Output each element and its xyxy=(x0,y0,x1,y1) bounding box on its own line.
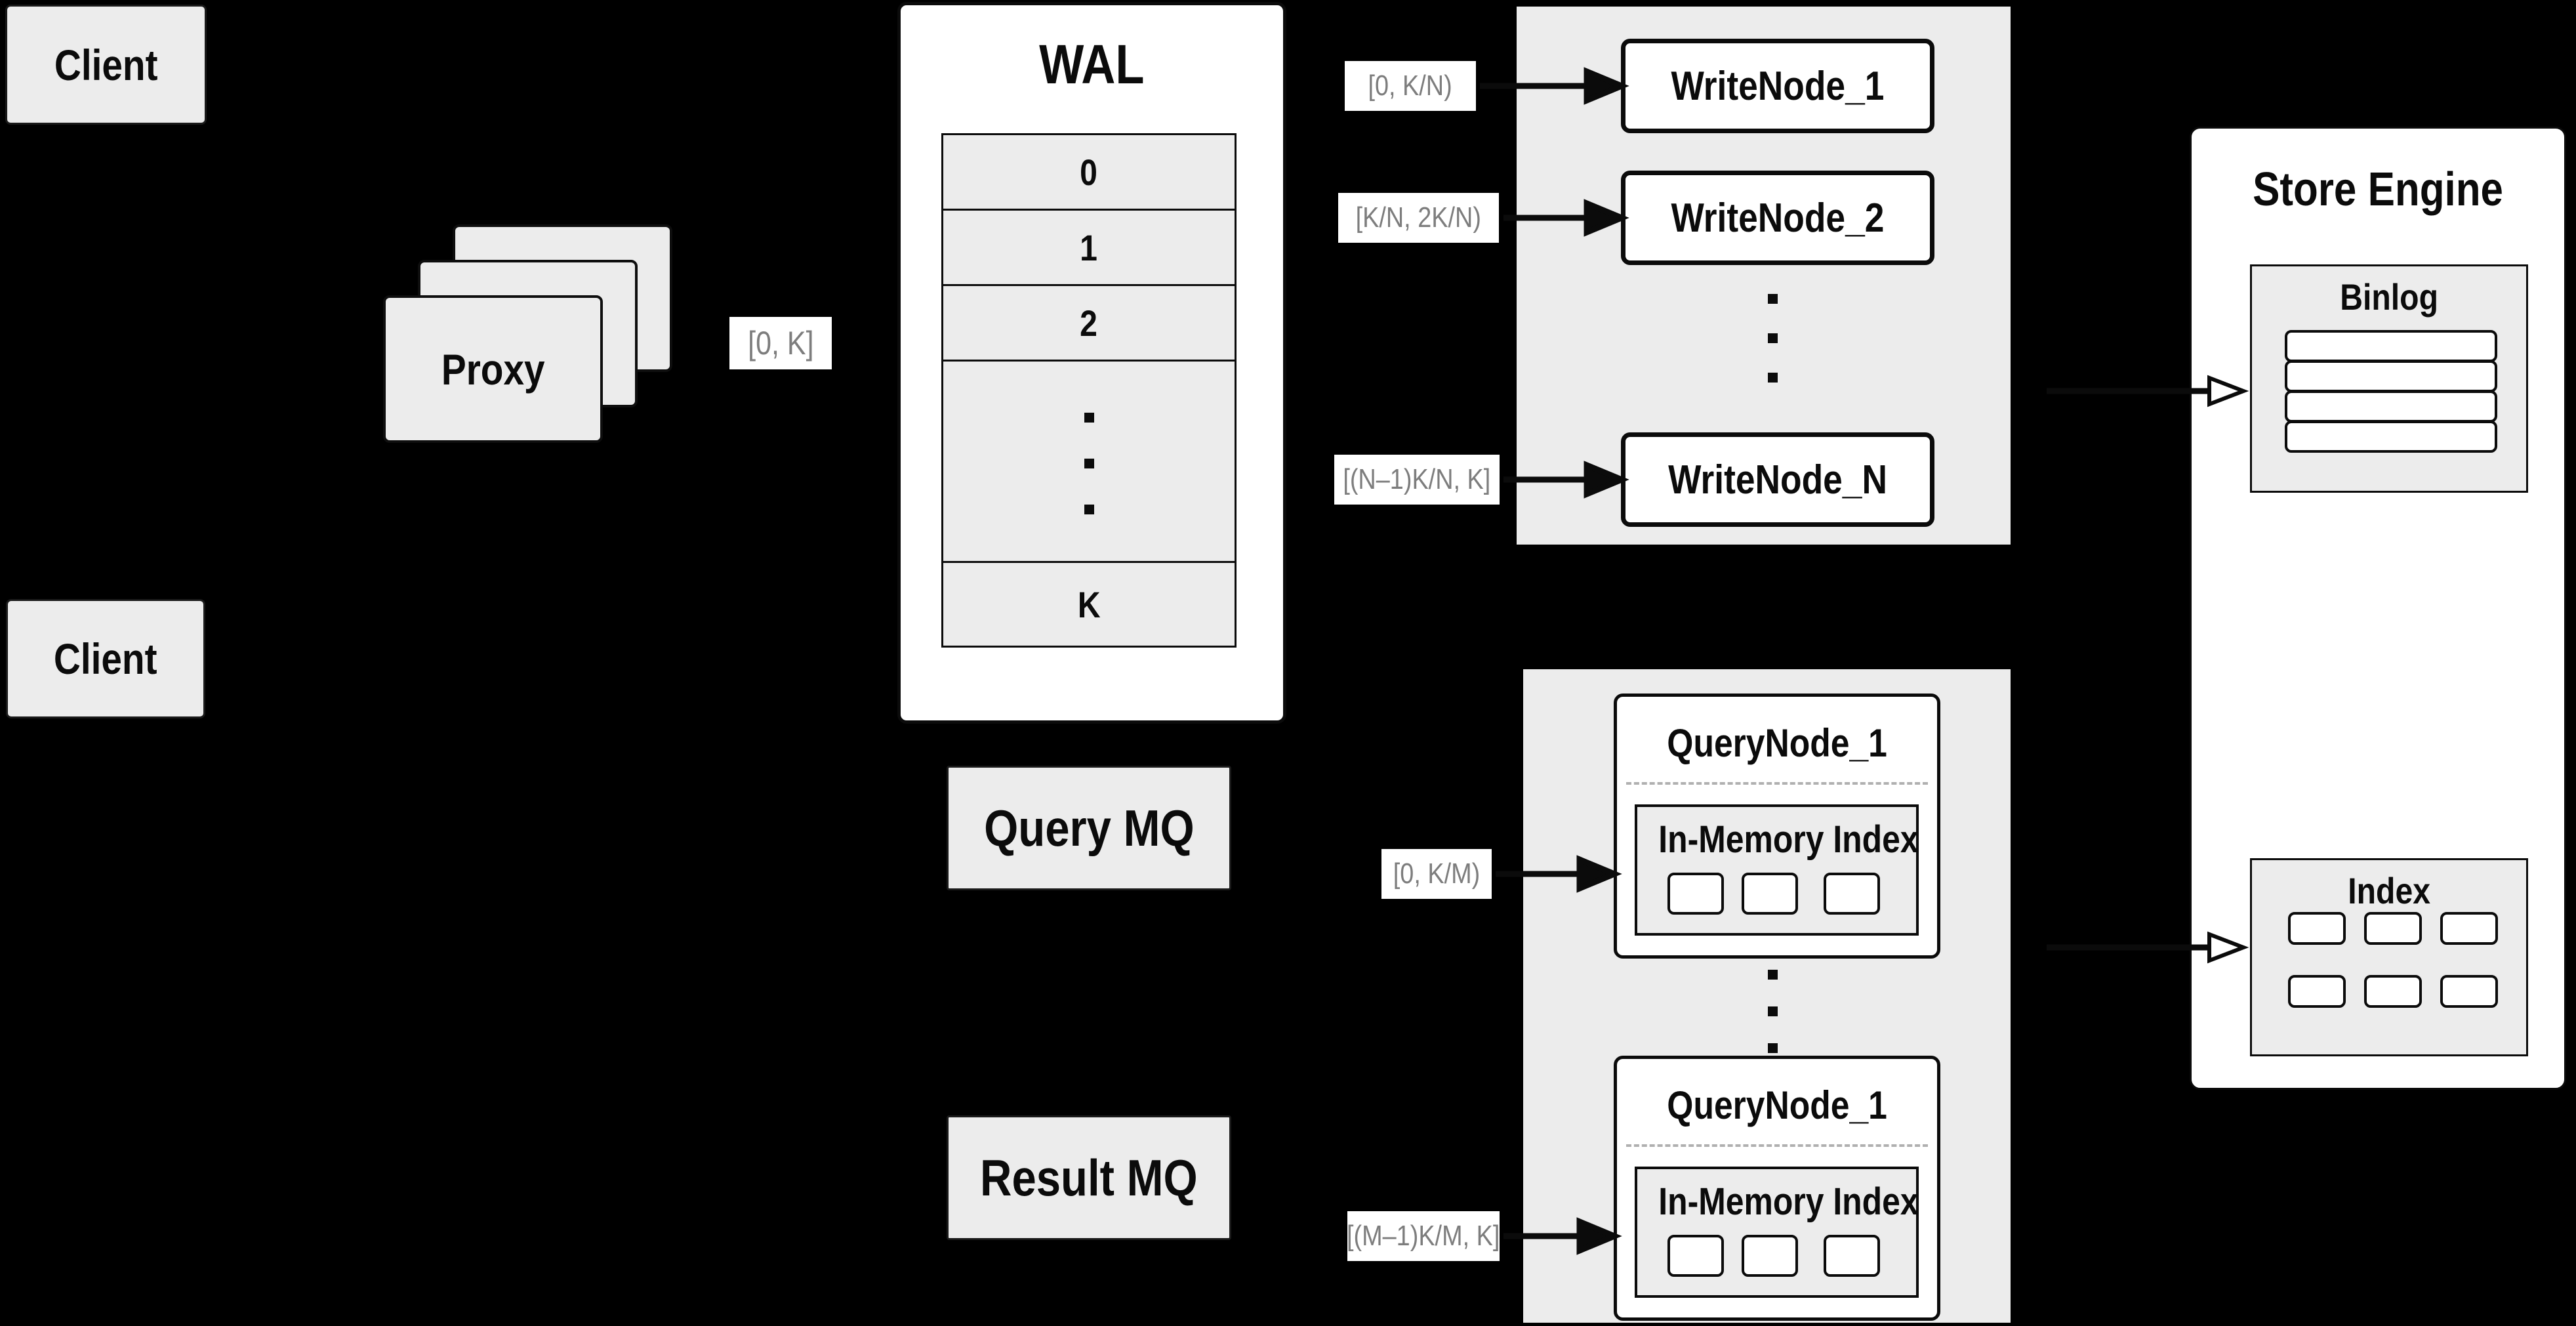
query-node-top-title: QueryNode_1 xyxy=(1667,721,1887,765)
index-cell xyxy=(2364,912,2422,945)
query-range-label-1: [0, K/M) xyxy=(1381,849,1492,899)
wal-segment-row: 2 xyxy=(941,284,1237,362)
in-memory-index-top-title: In-Memory Index xyxy=(1658,818,1919,861)
in-memory-index-top: In-Memory Index xyxy=(1635,804,1919,936)
wal-segment-row: 0 xyxy=(941,133,1237,211)
dashed-separator xyxy=(1626,782,1928,785)
segment-cell xyxy=(1667,1235,1724,1277)
in-memory-index-bottom: In-Memory Index xyxy=(1635,1167,1919,1298)
wal-segment-row: 1 xyxy=(941,209,1237,286)
client-top-label: Client xyxy=(54,40,158,89)
client-box-top: Client xyxy=(5,5,207,125)
query-mq-box: Query MQ xyxy=(947,766,1231,890)
write-range-label-1: [0, K/N) xyxy=(1345,61,1476,111)
index-cell xyxy=(2440,975,2498,1008)
store-engine-title: Store Engine xyxy=(2253,163,2503,216)
binlog-row xyxy=(2285,390,2497,423)
binlog-row xyxy=(2285,330,2497,362)
proxy-card-front: Proxy xyxy=(383,295,603,443)
index-box: Index xyxy=(2250,858,2528,1056)
binlog-row xyxy=(2285,421,2497,453)
segment-cell xyxy=(1824,1235,1880,1277)
index-cell xyxy=(2440,912,2498,945)
wal-title: WAL xyxy=(1039,33,1145,95)
client-box-bottom: Client xyxy=(6,599,205,718)
dashed-separator xyxy=(1626,1144,1928,1147)
vertical-ellipsis-icon xyxy=(943,413,1235,514)
segment-cell xyxy=(1667,873,1724,915)
binlog-title: Binlog xyxy=(2340,276,2438,318)
wal-last-segment-row: K xyxy=(941,561,1237,648)
wal-ellipsis-row xyxy=(941,360,1237,563)
proxy-output-range-label: [0, K] xyxy=(729,317,832,369)
segment-cell xyxy=(1742,1235,1798,1277)
index-title: Index xyxy=(2348,870,2430,911)
result-mq-box: Result MQ xyxy=(947,1115,1231,1240)
write-node-n: WriteNode_N xyxy=(1621,432,1934,527)
proxy-label: Proxy xyxy=(441,344,545,394)
vertical-ellipsis-icon xyxy=(1768,294,1778,383)
in-memory-index-bottom-title: In-Memory Index xyxy=(1658,1180,1919,1223)
write-range-label-2: [K/N, 2K/N) xyxy=(1338,193,1499,243)
write-range-label-n: [(N–1)K/N, K] xyxy=(1334,455,1500,505)
index-cell xyxy=(2364,975,2422,1008)
result-mq-label: Result MQ xyxy=(980,1148,1198,1207)
index-cell xyxy=(2288,912,2346,945)
query-mq-label: Query MQ xyxy=(983,798,1195,857)
segment-cell xyxy=(1824,873,1880,915)
query-node-bottom-title: QueryNode_1 xyxy=(1667,1083,1887,1127)
write-node-1: WriteNode_1 xyxy=(1621,39,1934,133)
query-range-label-m: [(M–1)K/M, K] xyxy=(1347,1211,1500,1261)
client-bottom-label: Client xyxy=(54,634,157,683)
binlog-row xyxy=(2285,360,2497,392)
segment-cell xyxy=(1742,873,1798,915)
vertical-ellipsis-icon xyxy=(1768,970,1778,1053)
index-cell xyxy=(2288,975,2346,1008)
write-node-2: WriteNode_2 xyxy=(1621,171,1934,265)
